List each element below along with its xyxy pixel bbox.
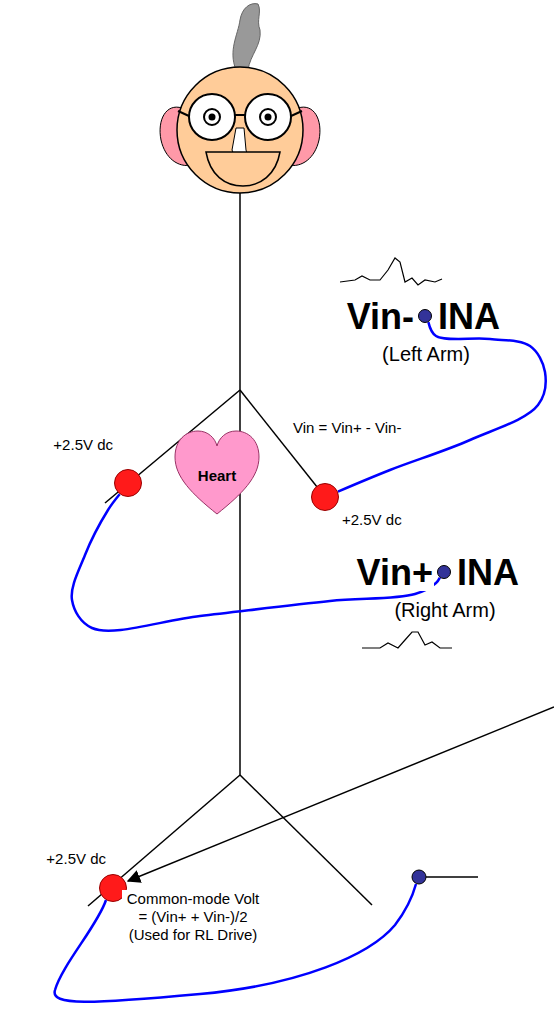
rl-drive-wire — [55, 884, 416, 1002]
signal-name: (Right Arm) — [393, 600, 496, 620]
glasses-temple — [291, 111, 302, 116]
signal-name: INA — [437, 299, 501, 335]
ecg-waveform — [362, 632, 452, 648]
leg-line — [88, 775, 240, 906]
ina-input-dot: Vin-INA(Left Arm) — [418, 309, 432, 323]
pupil — [209, 114, 216, 121]
head — [177, 67, 303, 193]
eye — [260, 109, 276, 125]
electrode-wire — [338, 322, 546, 491]
leg-line — [240, 775, 372, 905]
terminal-dot — [412, 870, 426, 884]
voltage-label: +2.5V dc — [341, 512, 403, 527]
voltage-label: +2.5V dc — [52, 437, 114, 452]
pupil — [265, 114, 272, 121]
terminal-lead — [426, 876, 478, 878]
glasses-lens — [245, 94, 291, 140]
equation-label: Vin = Vin+ - Vin- — [292, 420, 402, 435]
mouth — [206, 152, 280, 186]
electrode: +2.5V dc — [114, 469, 142, 497]
ina-input-dot: Vin+INA(Right Arm) — [437, 565, 451, 579]
electrode: +2.5V dc — [311, 483, 339, 511]
glasses-lens — [189, 94, 235, 140]
eye — [204, 109, 220, 125]
signal-name: (Left Arm) — [381, 344, 471, 364]
signal-name: INA — [456, 555, 520, 591]
organ-label: Heart — [197, 468, 237, 483]
heart-shape: Heart — [172, 428, 262, 518]
heart-path — [175, 431, 259, 514]
glasses-temple — [178, 111, 189, 116]
signal-name: Vin- — [346, 299, 415, 335]
voltage-label: +2.5V dc — [45, 851, 107, 866]
pointer-arrow — [128, 707, 554, 881]
ecg-waveform — [340, 258, 442, 285]
electrode-wire — [72, 494, 440, 630]
hair-tuft — [233, 4, 260, 70]
common-mode-note: Common-mode Volt = (Vin+ + Vin-)/2 (Used… — [122, 890, 264, 944]
signal-name: Vin+ — [356, 555, 434, 591]
